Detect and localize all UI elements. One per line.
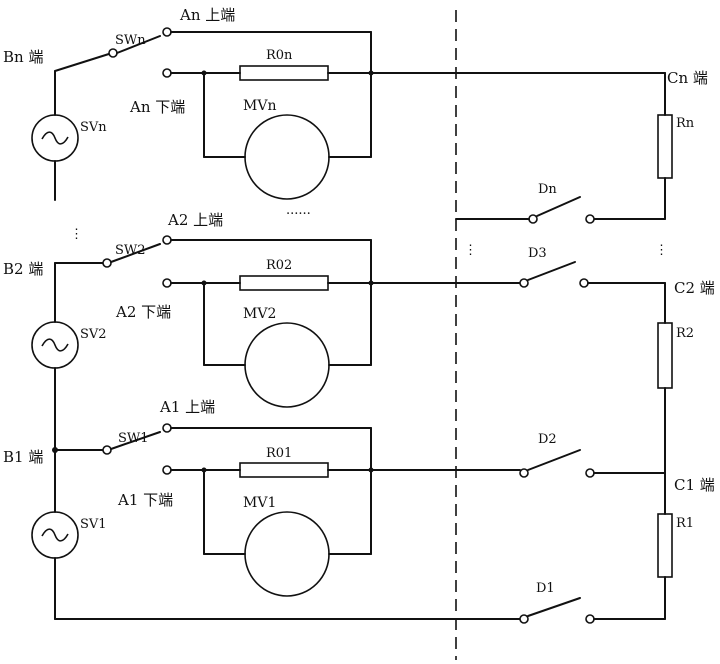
label-sv2: SV2 — [80, 327, 107, 342]
label-mv1: MV1 — [243, 495, 276, 511]
label-dn: Dn — [538, 182, 557, 197]
label-dots-mid: ...... — [286, 203, 311, 218]
label-r01: R01 — [266, 446, 292, 461]
label-r2: R2 — [676, 326, 694, 341]
label-a2-top: A2 上端 — [167, 211, 223, 229]
label-mv2: MV2 — [243, 306, 276, 322]
label-swn: SWn — [115, 33, 146, 48]
label-c2: C2 端 — [674, 279, 715, 297]
label-r1: R1 — [676, 516, 694, 531]
label-d3: D3 — [528, 246, 547, 261]
label-a1-bot: A1 下端 — [117, 491, 173, 509]
label-vdots-divider: ⋮ — [464, 243, 477, 258]
label-sv1: SV1 — [80, 517, 107, 532]
section-n — [31, 27, 673, 224]
label-b2: B2 端 — [3, 260, 43, 278]
label-an-bot: An 下端 — [129, 98, 185, 116]
label-r0n: R0n — [266, 48, 293, 63]
label-cn: Cn 端 — [667, 69, 708, 87]
label-b1: B1 端 — [3, 448, 43, 466]
label-d2: D2 — [538, 432, 557, 447]
label-d1: D1 — [536, 581, 555, 596]
section-1 — [31, 423, 673, 624]
label-bn: Bn 端 — [3, 48, 43, 66]
label-vdots-right: ⋮ — [655, 243, 668, 258]
left-bus — [54, 70, 521, 620]
label-an-top: An 上端 — [179, 6, 235, 24]
label-r02: R02 — [266, 258, 292, 273]
label-mvn: MVn — [243, 98, 276, 114]
label-a2-bot: A2 下端 — [115, 303, 171, 321]
labels: An 上端 Bn 端 SWn R0n An 下端 MVn SVn Cn 端 Rn… — [3, 6, 715, 596]
section-2 — [31, 235, 673, 474]
label-rn: Rn — [676, 116, 695, 131]
label-c1: C1 端 — [674, 476, 715, 494]
label-vdots-left: ⋮ — [70, 227, 83, 242]
label-svn: SVn — [80, 120, 107, 135]
label-sw2: SW2 — [115, 243, 146, 258]
label-sw1: SW1 — [118, 431, 149, 446]
label-a1-top: A1 上端 — [159, 398, 215, 416]
